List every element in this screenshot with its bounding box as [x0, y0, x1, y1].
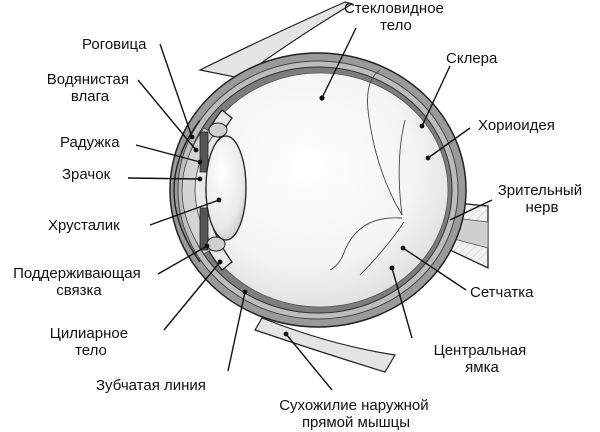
label-ora-serrata-line1: Зубчатая линия	[96, 377, 206, 394]
label-optic-nerve-line1: Зрительный	[498, 182, 582, 199]
label-pupil: Зрачок	[62, 166, 111, 183]
label-choroid: Хориоидея	[478, 117, 555, 134]
label-aqueous-line2: влага	[71, 88, 110, 105]
label-vitreous-line1: Стекловидное	[344, 0, 444, 17]
label-tendon-line2: прямой мышцы	[302, 414, 410, 431]
label-cornea-line1: Роговица	[82, 36, 147, 53]
label-lens: Хрусталик	[48, 217, 120, 234]
label-cornea: Роговица	[82, 36, 147, 53]
label-pupil-line1: Зрачок	[62, 166, 111, 183]
label-ciliary: Цилиарное тело	[50, 325, 132, 359]
label-aqueous: Водянистая влага	[47, 71, 133, 105]
ciliary-upper	[208, 122, 228, 138]
label-aqueous-line1: Водянистая	[47, 71, 129, 88]
label-retina: Сетчатка	[470, 284, 534, 301]
label-retina-line1: Сетчатка	[470, 284, 534, 301]
lower-muscle-tendon	[254, 317, 396, 373]
label-optic-nerve-line2: нерв	[526, 199, 559, 216]
label-ciliary-line2: тело	[75, 342, 107, 359]
label-fovea-line2: ямка	[465, 359, 499, 376]
label-zonule-line2: связка	[56, 282, 102, 299]
label-choroid-line1: Хориоидея	[478, 117, 555, 134]
label-vitreous: Стекловидное тело	[344, 0, 448, 34]
lens-shape	[205, 135, 247, 241]
label-zonule-line1: Поддерживающая	[13, 265, 141, 282]
label-fovea-line1: Центральная	[434, 342, 527, 359]
label-sclera-line1: Склера	[446, 50, 498, 67]
label-lens-line1: Хрусталик	[48, 217, 120, 234]
retinal-vessels	[329, 69, 406, 276]
label-ora-serrata: Зубчатая линия	[96, 377, 206, 394]
label-optic-nerve: Зрительный нерв	[498, 182, 587, 216]
iris-lower	[199, 207, 209, 251]
label-vitreous-line2: тело	[380, 17, 412, 34]
label-zonule: Поддерживающая связка	[13, 265, 145, 299]
iris-upper	[199, 131, 209, 173]
label-tendon: Сухожилие наружной прямой мышцы	[279, 397, 433, 431]
cornea-outer	[173, 119, 201, 263]
label-tendon-line1: Сухожилие наружной	[279, 397, 428, 414]
label-ciliary-line1: Цилиарное	[50, 325, 128, 342]
upper-muscle-tendon	[198, 1, 354, 79]
label-iris-line1: Радужка	[60, 134, 120, 151]
label-sclera: Склера	[446, 50, 498, 67]
leader-lines	[127, 27, 493, 391]
label-iris: Радужка	[60, 134, 120, 151]
label-fovea: Центральная ямка	[434, 342, 531, 376]
